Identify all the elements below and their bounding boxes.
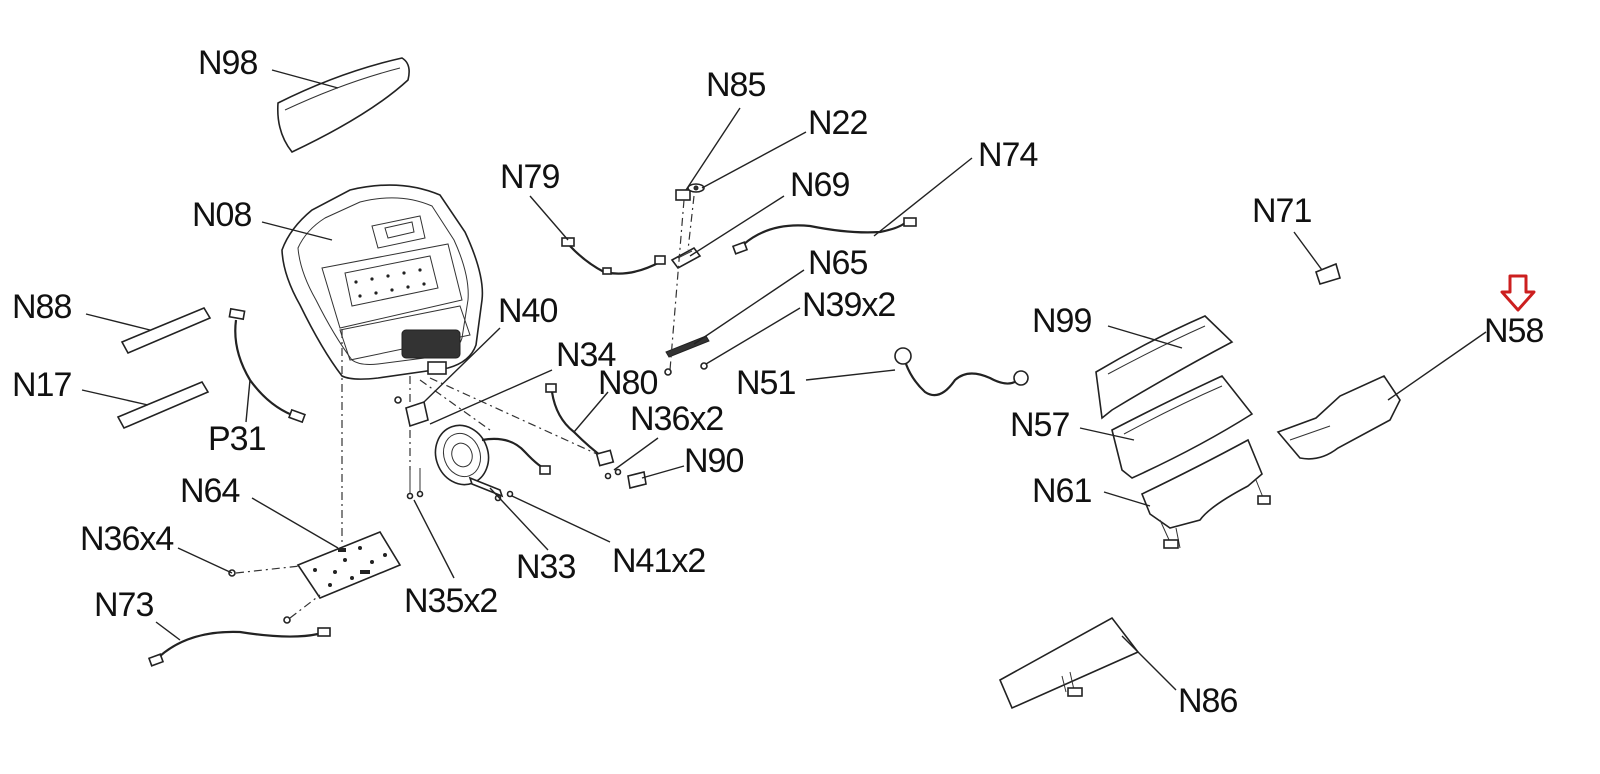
part-labels: N98 N08 N88 N17 P31 N64 N36x4 N73 N79 N8… bbox=[12, 44, 1544, 720]
label-n61: N61 bbox=[1032, 472, 1091, 510]
label-n34: N34 bbox=[556, 336, 615, 374]
part-n36x2-screws bbox=[604, 468, 622, 480]
part-n08-console-housing bbox=[281, 184, 484, 380]
label-n57: N57 bbox=[1010, 406, 1069, 444]
label-n58: N58 bbox=[1484, 312, 1543, 350]
label-n51: N51 bbox=[736, 364, 795, 402]
assembly-guide-lines bbox=[235, 195, 695, 619]
label-n69: N69 bbox=[790, 166, 849, 204]
part-n35x2-screws bbox=[406, 468, 424, 500]
label-n36x2: N36x2 bbox=[630, 400, 723, 438]
label-n36x4: N36x4 bbox=[80, 520, 173, 558]
label-n99: N99 bbox=[1032, 302, 1091, 340]
label-n85: N85 bbox=[706, 66, 765, 104]
part-n71-tag bbox=[1315, 262, 1341, 285]
part-n74-cable bbox=[731, 217, 917, 255]
label-n39x2: N39x2 bbox=[802, 286, 895, 324]
part-n17-strip bbox=[116, 380, 210, 430]
label-n41x2: N41x2 bbox=[612, 542, 705, 580]
part-n79-cable bbox=[561, 237, 666, 275]
part-n33-fan-motor bbox=[434, 424, 551, 498]
part-n64-pcb-board bbox=[296, 531, 402, 599]
part-n73-cable bbox=[147, 627, 331, 667]
label-n22: N22 bbox=[808, 104, 867, 142]
label-n65: N65 bbox=[808, 244, 867, 282]
label-n35x2: N35x2 bbox=[404, 582, 497, 620]
label-n33: N33 bbox=[516, 548, 575, 586]
label-n73: N73 bbox=[94, 586, 153, 624]
label-n64: N64 bbox=[180, 472, 239, 510]
label-p31: P31 bbox=[208, 420, 266, 458]
part-p31-cable bbox=[228, 307, 306, 424]
part-n51-cable bbox=[894, 347, 1029, 397]
part-n90-tag bbox=[627, 471, 647, 489]
part-n61-bracket bbox=[1140, 438, 1271, 549]
label-n08: N08 bbox=[192, 196, 251, 234]
part-n88-strip bbox=[120, 306, 212, 355]
label-n17: N17 bbox=[12, 366, 71, 404]
label-n90: N90 bbox=[684, 442, 743, 480]
part-n99-pad bbox=[1095, 315, 1234, 420]
part-n57-pad bbox=[1111, 375, 1254, 479]
label-n98: N98 bbox=[198, 44, 257, 82]
part-n58-bracket bbox=[1276, 374, 1401, 460]
part-screws-n36x4 bbox=[228, 569, 291, 624]
part-n41x2-screws bbox=[494, 490, 514, 502]
part-n40-bracket bbox=[394, 396, 429, 428]
part-n86-plate bbox=[998, 616, 1140, 710]
label-n88: N88 bbox=[12, 288, 71, 326]
label-n80: N80 bbox=[598, 364, 657, 402]
part-n39x2-screws bbox=[664, 362, 708, 376]
part-n98-cover bbox=[276, 57, 410, 153]
down-arrow-icon bbox=[1500, 274, 1536, 312]
label-n74: N74 bbox=[978, 136, 1037, 174]
leader-lines bbox=[81, 69, 1487, 691]
part-n85-n22-bracket bbox=[675, 183, 705, 201]
label-n79: N79 bbox=[500, 158, 559, 196]
label-n86: N86 bbox=[1178, 682, 1237, 720]
label-n40: N40 bbox=[498, 292, 557, 330]
part-n69-connector bbox=[670, 246, 702, 270]
label-n71: N71 bbox=[1252, 192, 1311, 230]
